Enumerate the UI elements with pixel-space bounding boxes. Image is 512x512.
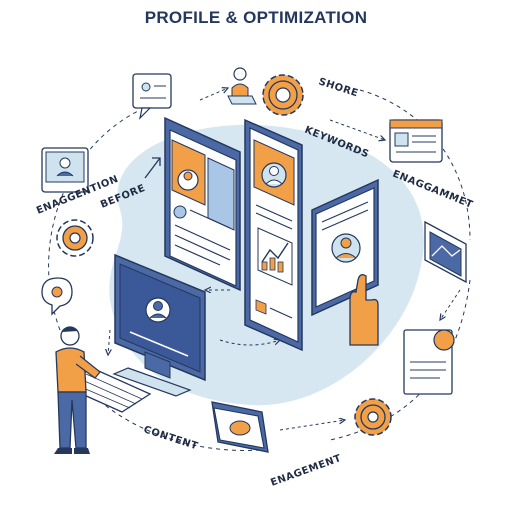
diagram-title: PROFILE & OPTIMIZATION: [144, 8, 368, 27]
person-figure: [54, 326, 101, 454]
hand-pointer-icon: [349, 274, 379, 346]
gear-icon: [262, 74, 304, 116]
chat-bubble-icon: [41, 277, 73, 316]
profile-card-icon: [41, 147, 89, 193]
user-icon: [227, 67, 257, 105]
gear-icon: [354, 398, 392, 436]
label-content: CONTENT: [142, 424, 199, 452]
desktop-monitor: [112, 253, 206, 397]
user-chat-icon: [132, 73, 172, 120]
phone-profile-center: [244, 118, 303, 352]
profile-window-left: [164, 116, 241, 292]
folder-icon: [211, 401, 269, 453]
gear-icon: [56, 219, 94, 257]
document-badge-icon: [403, 329, 455, 395]
image-icon: [424, 220, 467, 284]
label-enagement: ENAGEMENT: [269, 453, 343, 489]
profile-card-icon: [389, 119, 443, 163]
label-shore: SHORE: [317, 76, 359, 99]
